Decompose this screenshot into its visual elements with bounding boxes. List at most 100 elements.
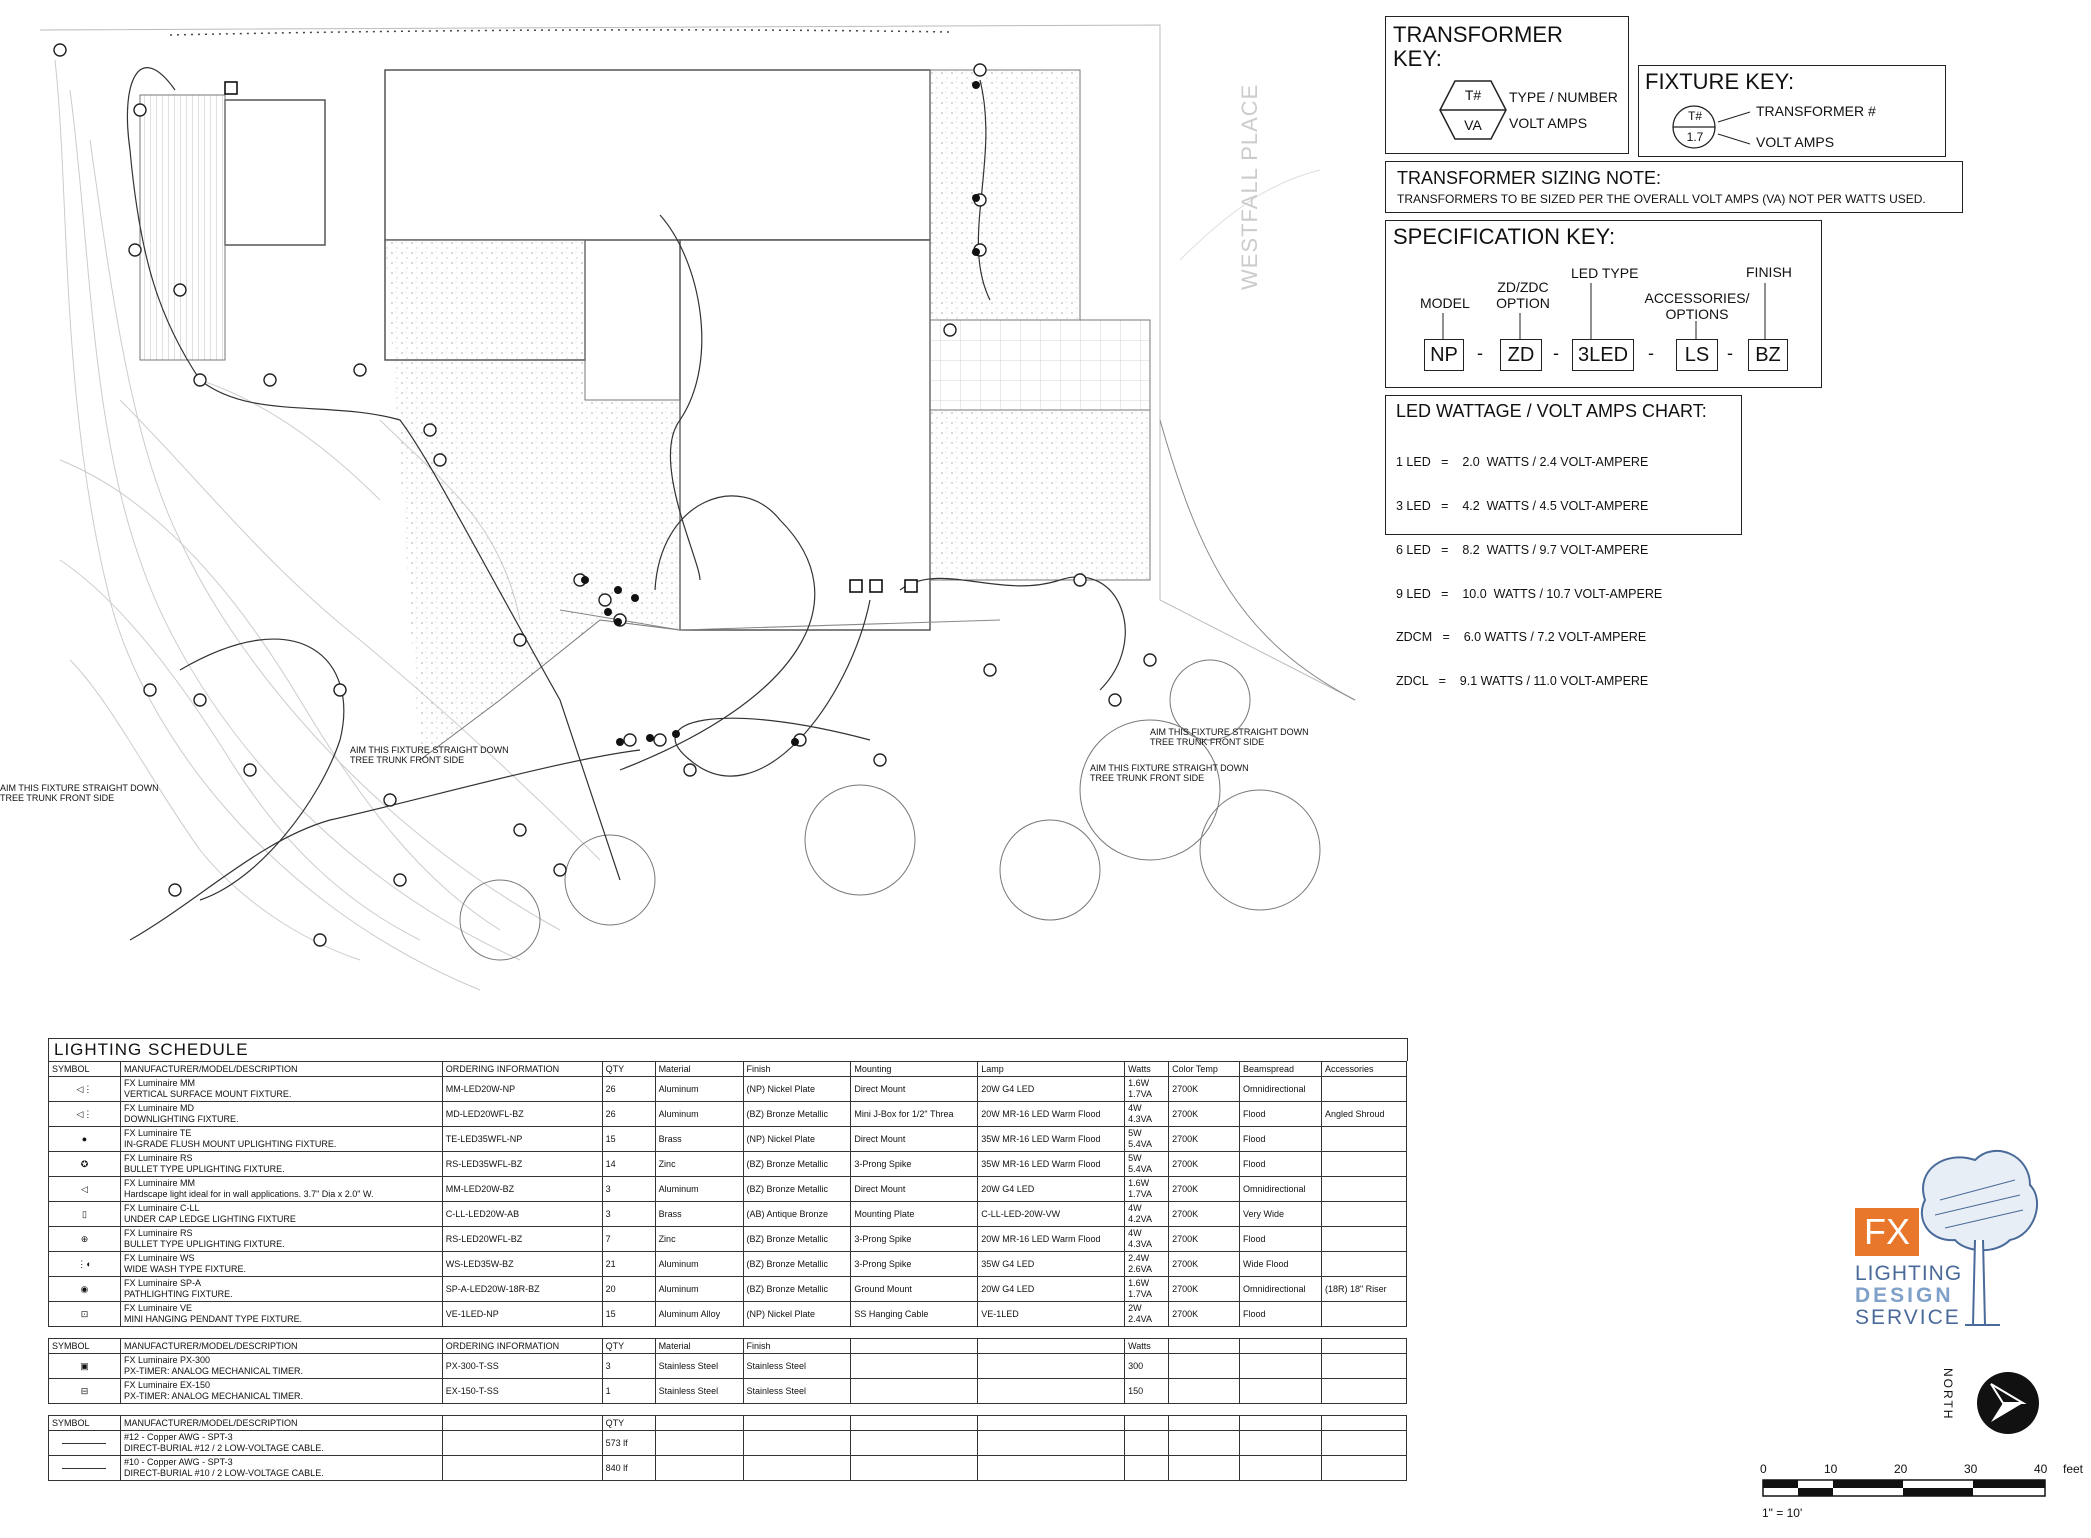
- fixture-description-line: BULLET TYPE UPLIGHTING FIXTURE.: [123, 1164, 285, 1174]
- fixture-lamp: 20W MR-16 LED Warm Flood: [977, 1226, 1126, 1252]
- fixture-material: Aluminum: [654, 1101, 744, 1127]
- fixture-watts-line: 1.7VA: [1128, 1189, 1152, 1199]
- blank: [1168, 1378, 1240, 1404]
- fixture-accessories: [1320, 1076, 1408, 1102]
- fixture-accessories: Angled Shroud: [1320, 1101, 1408, 1127]
- schedule-header-cell: Material: [654, 1061, 744, 1077]
- blank: [977, 1455, 1126, 1481]
- fixture-accessories: [1320, 1251, 1408, 1277]
- transformer-watts: 150: [1124, 1378, 1170, 1404]
- fixture-color-temp: 2700K: [1168, 1076, 1240, 1102]
- fixture-symbol-icon: ⊕: [48, 1226, 121, 1252]
- sizing-note: TRANSFORMER SIZING NOTE: TRANSFORMERS TO…: [1385, 161, 1963, 213]
- fixture-finish: (AB) Antique Bronze: [742, 1201, 852, 1227]
- fixture-lamp: 20W MR-16 LED Warm Flood: [977, 1101, 1126, 1127]
- fixture-description-line: IN-GRADE FLUSH MOUNT UPLIGHTING FIXTURE.: [123, 1139, 337, 1149]
- blank: [850, 1338, 979, 1354]
- schedule-header-cell: QTY: [601, 1061, 656, 1077]
- gap-cell: [1168, 1326, 1240, 1339]
- fixture-circle-top: T#: [1687, 109, 1702, 123]
- blank: [1239, 1455, 1322, 1481]
- fixture-finish: (NP) Nickel Plate: [742, 1301, 852, 1327]
- gap-cell: [850, 1326, 978, 1339]
- fixture-accessories: [1320, 1201, 1408, 1227]
- schedule-header-cell: ORDERING INFORMATION: [441, 1061, 603, 1077]
- aim-note-2: AIM THIS FIXTURE STRAIGHT DOWN TREE TRUN…: [0, 783, 159, 803]
- schedule-header-cell: Finish: [742, 1061, 852, 1077]
- schedule-gap: [48, 1403, 1407, 1416]
- fixture-symbol-icon: ✪: [48, 1151, 121, 1177]
- fixture-description-line: DOWNLIGHTING FIXTURE.: [123, 1114, 239, 1124]
- fixture-finish: (BZ) Bronze Metallic: [742, 1226, 852, 1252]
- transformer-key: TRANSFORMER KEY: T# VA TYPE / NUMBER VOL…: [1385, 16, 1629, 154]
- site-plan: [39, 24, 1356, 991]
- transformer-header-cell: Material: [654, 1338, 744, 1354]
- blank: [850, 1430, 979, 1456]
- aim-note-3: AIM THIS FIXTURE STRAIGHT DOWN TREE TRUN…: [1150, 727, 1309, 747]
- fixture-accessories: [1320, 1301, 1408, 1327]
- blank: [742, 1430, 852, 1456]
- fixture-qty: 3: [601, 1201, 656, 1227]
- fixture-color-temp: 2700K: [1168, 1176, 1240, 1202]
- fixture-symbol-icon: ⊡: [48, 1301, 121, 1327]
- fixture-mounting: 3-Prong Spike: [850, 1226, 979, 1252]
- gap-cell: [977, 1403, 1125, 1416]
- fixture-beamspread: Omnidirectional: [1239, 1076, 1322, 1102]
- fixture-color-temp: 2700K: [1168, 1251, 1240, 1277]
- schedule-header-cell: Accessories: [1320, 1061, 1408, 1077]
- fixture-description-line: FX Luminaire MM: [123, 1078, 195, 1088]
- blank: [1168, 1353, 1240, 1379]
- north-label: NORTH: [1941, 1368, 1955, 1421]
- fixture-beamspread: Omnidirectional: [1239, 1176, 1322, 1202]
- transformer-watts: 300: [1124, 1353, 1170, 1379]
- cable-qty: 840 lf: [601, 1455, 656, 1481]
- blank: [977, 1338, 1126, 1354]
- gap-cell: [1124, 1326, 1169, 1339]
- hex-bottom: VA: [1464, 117, 1482, 133]
- fixture-qty: 15: [601, 1301, 656, 1327]
- fixture-order: MD-LED20WFL-BZ: [441, 1101, 603, 1127]
- led-chart: LED WATTAGE / VOLT AMPS CHART: 1 LED = 2…: [1385, 395, 1742, 688]
- blank: [1239, 1338, 1322, 1354]
- fixture-color-temp: 2700K: [1168, 1226, 1240, 1252]
- logo-fx: FX: [1855, 1208, 1919, 1256]
- fixture-watts-line: 4W: [1128, 1103, 1142, 1113]
- scale-unit: feet: [2063, 1462, 2084, 1476]
- fixture-color-temp: 2700K: [1168, 1101, 1240, 1127]
- schedule-header-cell: Watts: [1124, 1061, 1170, 1077]
- fixture-mounting: Direct Mount: [850, 1076, 979, 1102]
- fixture-watts-line: 5.4VA: [1128, 1164, 1152, 1174]
- blank: [742, 1415, 852, 1431]
- transformer-description-line: PX-TIMER: ANALOG MECHANICAL TIMER.: [123, 1366, 303, 1376]
- fixture-finish: (BZ) Bronze Metallic: [742, 1251, 852, 1277]
- scale-bar: 0 10 20 30 40 feet 1" = 10': [1760, 1462, 2084, 1522]
- led-row-3: 6 LED = 8.2 WATTS / 9.7 VOLT-AMPERE: [1396, 542, 1649, 557]
- fixture-mounting: Ground Mount: [850, 1276, 979, 1302]
- spec-sep-4: -: [1727, 343, 1733, 363]
- spec-cell-acc: LS: [1676, 339, 1718, 371]
- scale-graphic: [1762, 1479, 2046, 1497]
- blank: [977, 1378, 1126, 1404]
- blank: [850, 1378, 979, 1404]
- blank: [850, 1455, 979, 1481]
- scale-tick-30: 30: [1964, 1462, 1978, 1476]
- transformer-description-line: FX Luminaire EX-150: [123, 1380, 211, 1390]
- tree-icon: [1920, 1149, 2039, 1326]
- transformer-description-line: FX Luminaire PX-300: [123, 1355, 211, 1365]
